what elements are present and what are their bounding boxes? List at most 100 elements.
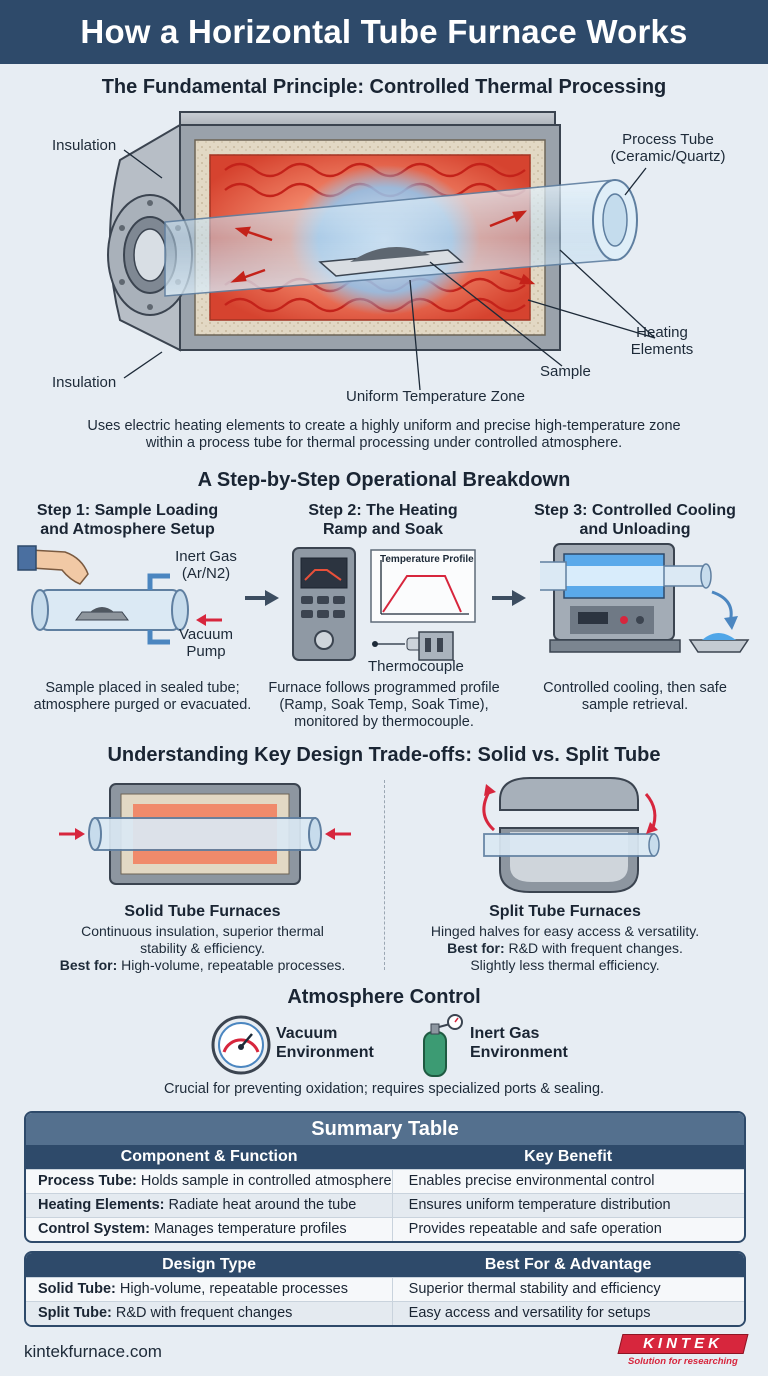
step3-title-line2: and Unloading [579, 521, 691, 538]
solid-best-text: High-volume, repeatable processes. [117, 957, 346, 973]
cell-text: Manages temperature profiles [150, 1221, 347, 1238]
step2-illustration [292, 547, 476, 661]
cell-bold: Heating Elements: [38, 1197, 165, 1213]
flow-arrow-1 [245, 590, 279, 606]
step1-title-line2: and Atmosphere Setup [40, 521, 215, 538]
design-table-header: Design Type Best For & Advantage [26, 1253, 744, 1277]
split-best-for: Best for: R&D with frequent changes. [400, 940, 730, 957]
summary-header-component: Component & Function [26, 1145, 393, 1169]
inert-gas-label: Inert Gas Environment [470, 1024, 568, 1062]
step3-title: Step 3: Controlled Cooling and Unloading [520, 501, 750, 539]
summary-table-header: Component & Function Key Benefit [26, 1145, 744, 1169]
cell-text: Holds sample in controlled atmosphere [136, 1173, 392, 1189]
cell-bold: Control System: [38, 1221, 150, 1238]
table-cell: Control System: Manages temperature prof… [26, 1216, 393, 1241]
split-desc-line1: Hinged halves for easy access & versatil… [430, 923, 700, 939]
cell-bold: Solid Tube: [38, 1281, 116, 1297]
step1-desc-line1: Sample placed in sealed tube; [45, 680, 240, 696]
step2-title: Step 2: The Heating Ramp and Soak [278, 501, 488, 539]
step3-desc-line2: sample retrieval. [581, 697, 689, 713]
table-cell: Heating Elements: Radiate heat around th… [26, 1192, 393, 1217]
gauge-icon [211, 1015, 271, 1075]
solid-desc-line1: Continuous insulation, superior thermal [81, 923, 324, 939]
step3-desc-line1: Controlled cooling, then safe [543, 680, 727, 696]
atmosphere-caption: Crucial for preventing oxidation; requir… [163, 1081, 605, 1097]
split-best-label: Best for: [447, 940, 505, 956]
summary-table: Summary Table Component & Function Key B… [24, 1111, 746, 1243]
table-cell: Ensures uniform temperature distribution [391, 1192, 744, 1217]
cell-text: Radiate heat around the tube [164, 1197, 357, 1213]
table-row: Control System: Manages temperature prof… [26, 1216, 744, 1241]
solid-best-for: Best for: High-volume, repeatable proces… [40, 957, 365, 974]
table-row: Heating Elements: Radiate heat around th… [26, 1192, 744, 1217]
design-table: Design Type Best For & Advantage Solid T… [24, 1251, 746, 1327]
label-insulation-top: Insulation [52, 137, 117, 154]
split-best-text: R&D with frequent changes. [504, 940, 683, 956]
tray-icon [688, 639, 750, 653]
summary-header-benefit: Key Benefit [392, 1145, 744, 1169]
page-title: How a Horizontal Tube Furnace Works [80, 13, 688, 50]
table-row: Solid Tube: High-volume, repeatable proc… [26, 1276, 744, 1301]
step2-desc-line1: Furnace follows programmed profile [268, 680, 500, 696]
logo-tagline: Solution for researching [628, 1356, 738, 1367]
inert-gas-label-line1: Inert Gas [470, 1025, 540, 1042]
step1-vacuum-label: Vacuum Pump [170, 626, 242, 660]
step1-gas-line1: Inert Gas [175, 548, 237, 565]
temperature-profile-label: Temperature Profile [380, 554, 474, 565]
table-cell: Easy access and versatility for setups [391, 1300, 744, 1325]
table-cell: Solid Tube: High-volume, repeatable proc… [26, 1276, 393, 1301]
cell-bold: Split Tube: [38, 1305, 112, 1322]
label-heating-elements: Heating Elements [622, 324, 702, 358]
gas-cylinder-icon [423, 1014, 463, 1077]
label-uniform-zone: Uniform Temperature Zone [346, 388, 525, 405]
thermocouple-icon [418, 631, 454, 661]
tradeoffs-heading: Understanding Key Design Trade-offs: Sol… [107, 744, 661, 766]
cell-bold: Process Tube: [38, 1173, 137, 1189]
cell-text: High-volume, repeatable processes [115, 1281, 348, 1297]
step1-vacuum-line1: Vacuum [179, 626, 233, 643]
table-cell: Superior thermal stability and efficienc… [391, 1276, 744, 1301]
label-heating-line1: Heating [636, 324, 688, 341]
table-cell: Enables precise environmental control [391, 1168, 744, 1193]
atmosphere-heading: Atmosphere Control [287, 986, 481, 1008]
logo-text: KINTEK [643, 1335, 723, 1352]
step1-gas-line2: (Ar/N2) [181, 565, 231, 582]
table-cell: Split Tube: R&D with frequent changes [26, 1300, 393, 1325]
inert-gas-label-line2: Environment [470, 1044, 568, 1061]
vacuum-label-line2: Environment [276, 1044, 374, 1061]
solid-desc: Continuous insulation, superior thermal … [40, 923, 365, 974]
solid-title: Solid Tube Furnaces [124, 903, 281, 920]
split-tube-illustration [482, 777, 660, 893]
step1-vacuum-line2: Pump [186, 643, 226, 660]
furnace-illustration [107, 111, 656, 391]
table-cell: Process Tube: Holds sample in controlled… [26, 1168, 393, 1193]
split-desc: Hinged halves for easy access & versatil… [400, 923, 730, 974]
step1-title-line1: Step 1: Sample Loading [36, 502, 219, 519]
hand-icon [29, 549, 89, 585]
step1-title: Step 1: Sample Loading and Atmosphere Se… [20, 501, 235, 539]
cell-text: R&D with frequent changes [111, 1305, 293, 1322]
principle-heading: The Fundamental Principle: Controlled Th… [101, 76, 667, 98]
design-header-advantage: Best For & Advantage [392, 1253, 744, 1277]
step2-desc: Furnace follows programmed profile (Ramp… [255, 680, 513, 731]
label-process-tube-line2: (Ceramic/Quartz) [610, 148, 726, 165]
label-process-tube: Process Tube (Ceramic/Quartz) [598, 131, 738, 165]
label-heating-line2: Elements [630, 341, 694, 358]
step2-title-line1: Step 2: The Heating [308, 502, 458, 519]
step1-desc-line2: atmosphere purged or evacuated. [33, 697, 252, 713]
step3-title-line1: Step 3: Controlled Cooling [534, 502, 736, 519]
title-banner: How a Horizontal Tube Furnace Works [0, 0, 768, 64]
website-link[interactable]: kintekfurnace.com [24, 1342, 162, 1361]
vacuum-label-line1: Vacuum [276, 1025, 338, 1042]
step1-desc: Sample placed in sealed tube; atmosphere… [20, 680, 265, 714]
split-desc-line3: Slightly less thermal efficiency. [470, 957, 660, 973]
summary-table-caption: Summary Table [26, 1113, 744, 1145]
vacuum-label: Vacuum Environment [276, 1024, 374, 1062]
principle-caption-line1: Uses electric heating elements to create… [87, 418, 681, 434]
step3-illustration [540, 543, 750, 653]
solid-best-label: Best for: [59, 957, 118, 973]
solid-tube-illustration [59, 783, 351, 885]
step1-gas-label: Inert Gas (Ar/N2) [170, 548, 242, 582]
label-process-tube-line1: Process Tube [622, 131, 714, 148]
step2-desc-line3: monitored by thermocouple. [294, 714, 474, 730]
